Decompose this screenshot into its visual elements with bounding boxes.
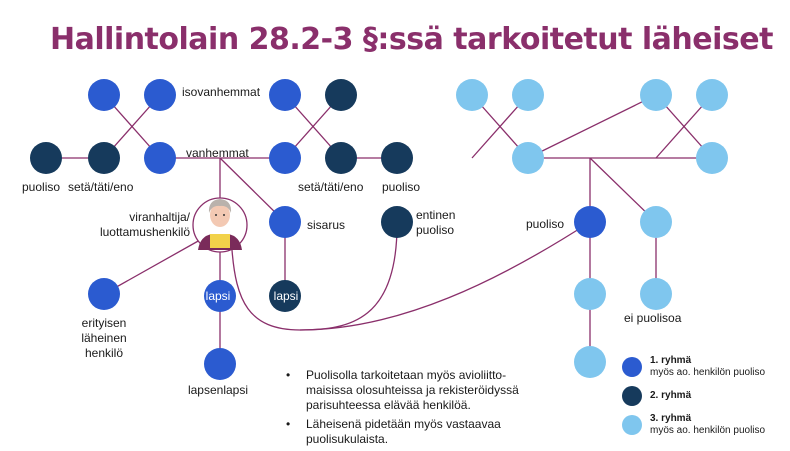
in-law-node	[696, 142, 728, 174]
label-vanhemmat: vanhemmat	[186, 146, 249, 160]
grandparent-node	[144, 79, 176, 111]
label-viranhaltija: viranhaltija/ luottamushenkilö	[82, 210, 190, 240]
grandparent-node	[88, 79, 120, 111]
avatar-face-icon	[210, 203, 230, 227]
legend-name: 1. ryhmä	[650, 355, 692, 366]
legend-text: 2. ryhmä	[650, 390, 691, 402]
relation-line	[527, 94, 657, 159]
label-ei-puolisoa: ei puolisoa	[624, 311, 682, 325]
in-law-node	[574, 346, 606, 378]
legend-desc: myös ao. henkilön puoliso	[650, 425, 766, 436]
bullet-icon: •	[286, 368, 291, 382]
child-node	[204, 280, 236, 312]
sibling-node	[269, 206, 301, 238]
avatar-eye-icon	[223, 214, 225, 216]
label-puoliso-mid: puoliso	[526, 217, 565, 231]
label-sisarus: sisarus	[307, 218, 346, 232]
parent-node	[269, 142, 301, 174]
bullet-line: puolisukulaista.	[306, 432, 389, 446]
page-title: Hallintolain 28.2-3 §:ssä tarkoitetut lä…	[50, 22, 773, 57]
bullet-line: Läheisenä pidetään myös vastaavaa	[306, 417, 501, 431]
bullet-list: • Puolisolla tarkoitetaan myös avioliitt…	[286, 368, 576, 451]
in-law-node	[456, 79, 488, 111]
avatar-hair-icon	[208, 199, 232, 213]
relation-line	[103, 239, 201, 295]
parent-node	[144, 142, 176, 174]
legend-name: 2. ryhmä	[650, 390, 692, 401]
legend-text: 1. ryhmä myös ao. henkilön puoliso	[650, 355, 765, 379]
label-viranhaltija-line2: luottamushenkilö	[99, 225, 190, 239]
grandchild-node	[204, 348, 236, 380]
uncle-spouse-node	[30, 142, 62, 174]
label-lapsi-1: lapsi	[205, 289, 231, 303]
avatar-eye-icon	[215, 214, 217, 216]
relation-line	[231, 221, 398, 331]
person-nodes	[30, 79, 728, 380]
label-erityinen: erityisen läheinen henkilö	[74, 316, 134, 361]
bullet-item: • Läheisenä pidetään myös vastaavaa puol…	[286, 417, 576, 447]
child-node	[269, 280, 301, 312]
label-entinen-line2: puoliso	[416, 223, 455, 237]
label-puoliso-left: puoliso	[22, 180, 61, 194]
in-law-node	[512, 79, 544, 111]
in-law-node	[512, 142, 544, 174]
uncle-aunt-node	[325, 142, 357, 174]
label-erityinen-line1: erityisen	[81, 316, 127, 330]
label-entinen-puoliso: entinen puoliso	[416, 208, 455, 238]
in-law-node	[574, 278, 606, 310]
label-lapsi-2: lapsi	[273, 289, 299, 303]
relation-line	[299, 221, 591, 331]
uncle-spouse-node	[381, 142, 413, 174]
special-person-node	[88, 278, 120, 310]
label-isovanhemmat: isovanhemmat	[182, 85, 261, 99]
label-erityinen-line2: läheinen	[81, 331, 127, 345]
legend-text: 3. ryhmä myös ao. henkilön puoliso	[650, 413, 765, 437]
in-law-node	[640, 278, 672, 310]
label-seta-left: setä/täti/eno	[68, 180, 134, 194]
label-erityinen-line3: henkilö	[84, 346, 124, 360]
bullet-icon: •	[286, 417, 291, 431]
bullet-line: Puolisolla tarkoitetaan myös avioliitto-	[306, 368, 507, 382]
grandparent-node	[269, 79, 301, 111]
spouse-node	[574, 206, 606, 238]
legend-circle-icon	[622, 357, 642, 377]
bullet-line: maisissa olosuhteissa ja rekisteröidyssä	[306, 383, 519, 397]
ex-spouse-node	[381, 206, 413, 238]
uncle-aunt-node	[88, 142, 120, 174]
legend-name: 3. ryhmä	[650, 413, 692, 424]
legend-circle-icon	[622, 415, 642, 435]
bullet-line: parisuhteessa elävää henkilöä.	[306, 398, 471, 412]
center-person	[192, 197, 248, 253]
grandparent-node	[325, 79, 357, 111]
in-law-node	[640, 79, 672, 111]
legend-desc: myös ao. henkilön puoliso	[650, 367, 766, 378]
bullet-item: • Puolisolla tarkoitetaan myös avioliitt…	[286, 368, 576, 413]
in-law-node	[640, 206, 672, 238]
avatar-shirt-icon	[210, 234, 230, 248]
in-law-node	[696, 79, 728, 111]
label-seta-right: setä/täti/eno	[298, 180, 364, 194]
label-entinen-line1: entinen	[416, 208, 456, 222]
label-viranhaltija-line1: viranhaltija/	[129, 210, 190, 224]
label-puoliso-right: puoliso	[382, 180, 421, 194]
legend-circle-icon	[622, 386, 642, 406]
label-lapsenlapsi: lapsenlapsi	[187, 383, 249, 397]
